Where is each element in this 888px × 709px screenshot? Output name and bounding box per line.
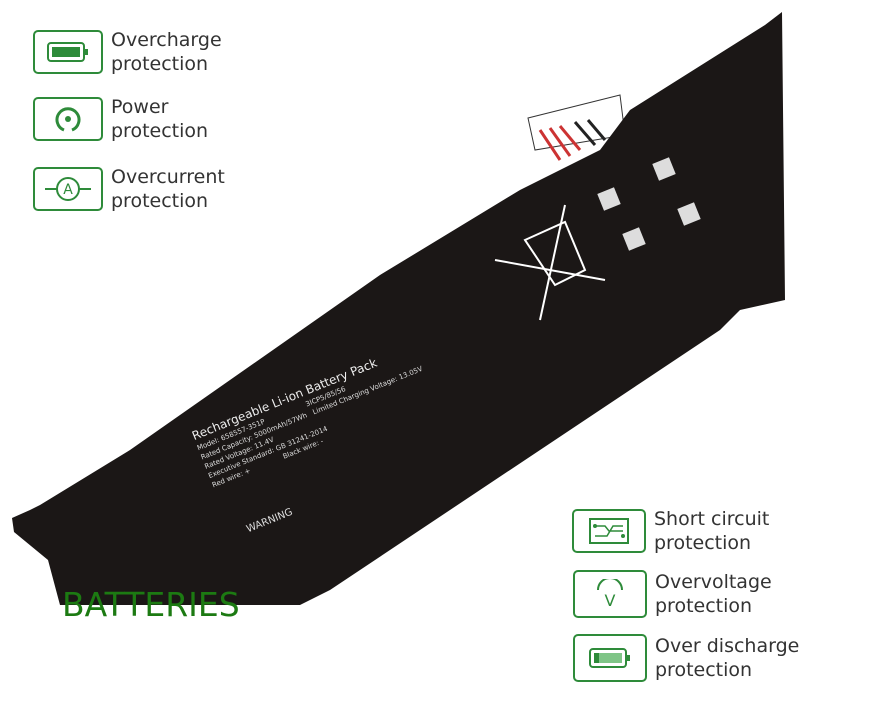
recycle-bin-crossed-icon [494,204,606,321]
feature-title: Power [111,96,169,118]
feature-title: Overcharge [111,29,222,51]
feature-subtitle: protection [654,532,752,554]
battery-body [12,12,785,605]
circuit-icon [572,509,646,553]
feature-title: Over discharge [655,635,800,657]
feature-subtitle: protection [111,53,209,75]
feature-subtitle: protection [111,190,209,212]
voltmeter-icon: V [573,570,647,618]
feature-subtitle: protection [111,120,209,142]
feature-title: Overvoltage [655,571,772,593]
power-icon [33,97,103,141]
connector-wires [538,119,607,161]
battery-full-icon [33,30,103,74]
ammeter-icon: A [33,167,103,211]
svg-text:V: V [605,591,616,609]
brand-watermark: BATTERIES [62,585,240,624]
battery-low-icon [573,634,647,682]
feature-subtitle: protection [655,659,753,681]
safety-icons [597,157,701,251]
feature-title: Short circuit [654,508,770,530]
feature-title: Overcurrent [111,166,225,188]
svg-text:A: A [63,182,73,198]
feature-subtitle: protection [655,595,753,617]
